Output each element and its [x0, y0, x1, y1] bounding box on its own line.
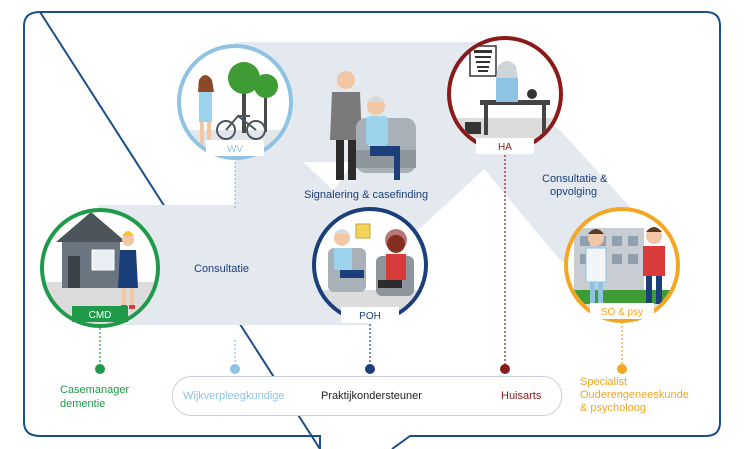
bicycle-icon [216, 114, 266, 140]
so-dot [617, 364, 627, 374]
legend-wv: Wijkverpleegkundige [183, 390, 285, 402]
legend-so-line2: Ouderengeneeskunde [580, 389, 689, 401]
case-manager-figure [122, 234, 134, 246]
cmd-dot [95, 364, 105, 374]
poh-abbr: POH [359, 311, 381, 322]
label-consultatie: Consultatie [194, 263, 250, 275]
legend-so-line1: Specialist [580, 376, 628, 388]
label-consultatie-opvolging-1: Consultatie & [542, 173, 608, 185]
ha-dot [500, 364, 510, 374]
legend-ha: Huisarts [501, 390, 542, 402]
doctor-bag-icon [465, 122, 481, 134]
so-circle: SO & psy [564, 207, 680, 323]
speech-frame [23, 10, 721, 449]
wv-dot [230, 364, 240, 374]
elderly-couple-illustration [330, 71, 416, 180]
poh-circle: POH [312, 207, 428, 323]
tree-icon [228, 62, 260, 94]
poh-dot [365, 364, 375, 374]
so-abbr: SO & psy [601, 307, 643, 318]
cmd-circle: CMD [40, 208, 160, 328]
legend-so-line3: & psycholoog [580, 402, 647, 414]
legend-cmd-line2: dementie [60, 398, 106, 410]
wv-abbr: WV [227, 144, 243, 155]
ha-circle: HA [447, 36, 563, 154]
ha-abbr: HA [498, 142, 512, 153]
cmd-abbr: CMD [89, 310, 112, 321]
role-legend: Wijkverpleegkundige Praktijkondersteuner… [172, 376, 562, 416]
label-signalering: Signalering & casefinding [304, 189, 429, 201]
legend-poh: Praktijkondersteuner [321, 390, 422, 402]
legend-cmd-line1: Casemanager [60, 384, 130, 396]
connector-lines [99, 155, 623, 368]
label-consultatie-opvolging-2: opvolging [550, 186, 598, 198]
